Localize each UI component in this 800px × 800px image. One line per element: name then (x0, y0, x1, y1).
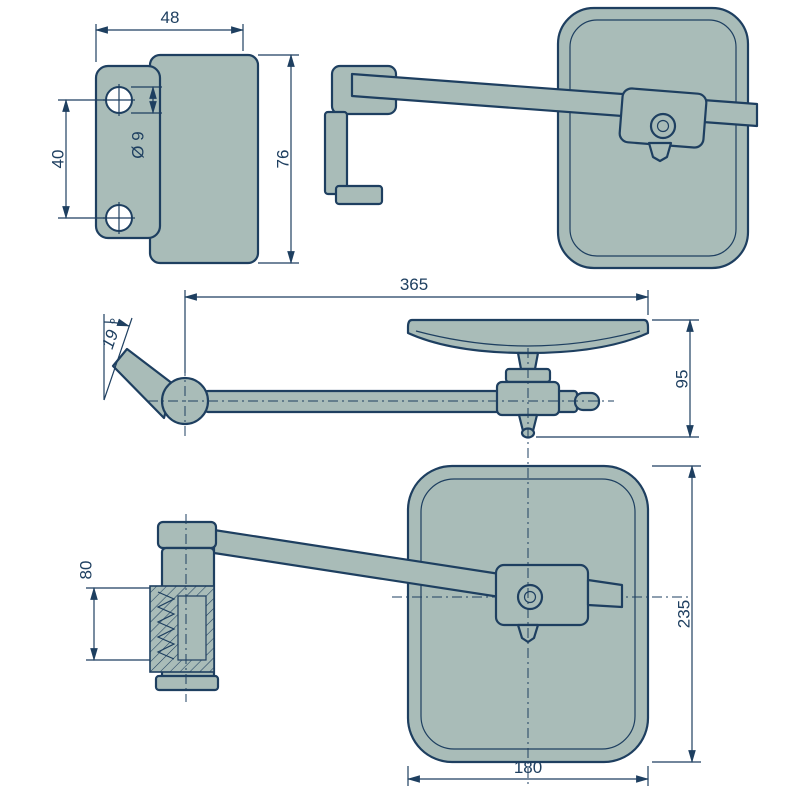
dim-label-hole-diameter: Ø 9 (129, 131, 148, 158)
dim-label-bracket-height: 76 (274, 150, 293, 169)
view-top: 365 19 ° 95 (98, 275, 699, 440)
dim-hole-spacing: 40 (49, 98, 106, 220)
wall-bracket-plate (323, 110, 349, 196)
dim-label-mirror-height: 235 (675, 600, 694, 628)
dim-hole-diameter: Ø 9 (129, 85, 162, 159)
dim-head-depth: 95 (536, 318, 699, 439)
dim-label-mirror-width: 180 (514, 758, 542, 777)
clamp-knob-front (516, 583, 544, 611)
view-side (323, 6, 759, 270)
dim-label-bracket-width: 48 (161, 8, 180, 27)
dim-mirror-width: 180 (406, 758, 650, 786)
dim-bracket-width: 48 (94, 8, 245, 62)
clamp-clip-side (647, 141, 673, 163)
dim-arm-length: 365 (183, 275, 650, 373)
bracket-top-plate (156, 520, 218, 550)
spring-coil (156, 591, 176, 660)
view-front: 80 235 180 (77, 464, 701, 786)
clamp-knob-side (649, 112, 677, 140)
dim-label-arm-length: 365 (400, 275, 428, 294)
dim-label-head-depth: 95 (673, 370, 692, 389)
dim-label-spring-length: 80 (77, 561, 96, 580)
spring-piston (177, 595, 207, 661)
dim-spring-length: 80 (77, 561, 150, 662)
mirror-glass-outline-side (569, 19, 737, 257)
dim-mirror-height: 235 (652, 464, 701, 764)
arm-stub-front (586, 578, 624, 609)
bracket-foot-front (154, 674, 220, 692)
dim-bracket-height: 76 (258, 53, 299, 265)
bracket-body (148, 53, 260, 265)
wall-bracket-foot (334, 184, 384, 206)
dim-label-hole-spacing: 40 (49, 150, 68, 169)
view-rear-bracket: 48 40 Ø 9 76 (49, 8, 299, 265)
